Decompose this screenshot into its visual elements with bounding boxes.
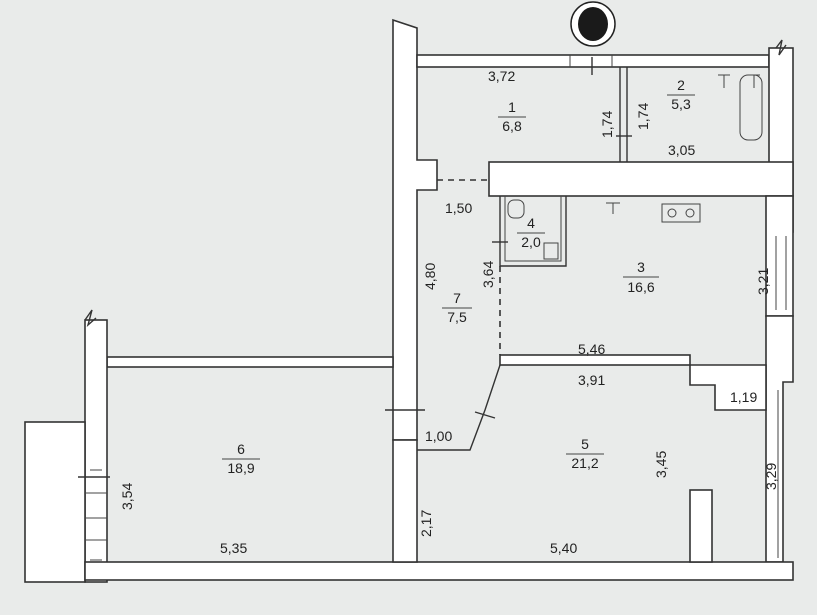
- dim-hall-top: 3,72: [488, 68, 515, 84]
- room-7: 7 7,5: [442, 290, 472, 325]
- room-6: 6 18,9: [222, 441, 260, 476]
- room-area: 7,5: [447, 309, 467, 325]
- room-1: 1 6,8: [498, 99, 526, 134]
- room-5: 5 21,2: [566, 436, 604, 471]
- room-area: 16,6: [627, 279, 654, 295]
- dim-bath-bottom: 3,05: [668, 142, 695, 158]
- dimension-labels: 3,72 1,74 1,74 3,05 1,50 4,80 3,64 3,21 …: [119, 68, 779, 556]
- room-area: 18,9: [227, 460, 254, 476]
- compass-dot-icon: [570, 1, 616, 47]
- dim-hall-vertical-b: 1,74: [635, 103, 651, 130]
- dim-kitchen-right: 3,21: [755, 268, 771, 295]
- dim-bedroom-left: 3,54: [119, 483, 135, 510]
- room-number: 2: [677, 77, 685, 93]
- walls: [24, 18, 794, 583]
- dim-kitchen-bottom: 5,46: [578, 341, 605, 357]
- room-area: 5,3: [671, 96, 691, 112]
- room-number: 5: [581, 436, 589, 452]
- dim-living-niche: 1,19: [730, 389, 757, 405]
- room-labels: 1 6,8 2 5,3 3 16,6 4 2,0 5 21,2 6 18,9: [222, 77, 695, 476]
- dim-bedroom-bottom: 5,35: [220, 540, 247, 556]
- dim-living-left: 2,17: [418, 510, 434, 537]
- dim-corridor-right: 3,64: [480, 261, 496, 288]
- dim-living-mid: 3,45: [653, 451, 669, 478]
- room-area: 21,2: [571, 455, 598, 471]
- room-area: 6,8: [502, 118, 522, 134]
- room-number: 7: [453, 290, 461, 306]
- dim-door-width: 1,00: [425, 428, 452, 444]
- room-area: 2,0: [521, 234, 541, 250]
- room-3: 3 16,6: [623, 259, 659, 295]
- dim-corridor-left: 4,80: [422, 263, 438, 290]
- dim-living-bottom: 5,40: [550, 540, 577, 556]
- fixtures: [507, 74, 763, 260]
- room-2: 2 5,3: [667, 77, 695, 112]
- room-4: 4 2,0: [517, 215, 545, 250]
- room-number: 4: [527, 215, 535, 231]
- room-number: 1: [508, 99, 516, 115]
- dim-living-top: 3,91: [578, 372, 605, 388]
- dim-corridor-top: 1,50: [445, 200, 472, 216]
- room-number: 3: [637, 259, 645, 275]
- room-number: 6: [237, 441, 245, 457]
- dim-living-right: 3,29: [763, 463, 779, 490]
- partitions: [78, 39, 787, 561]
- dim-hall-vertical-a: 1,74: [599, 111, 615, 138]
